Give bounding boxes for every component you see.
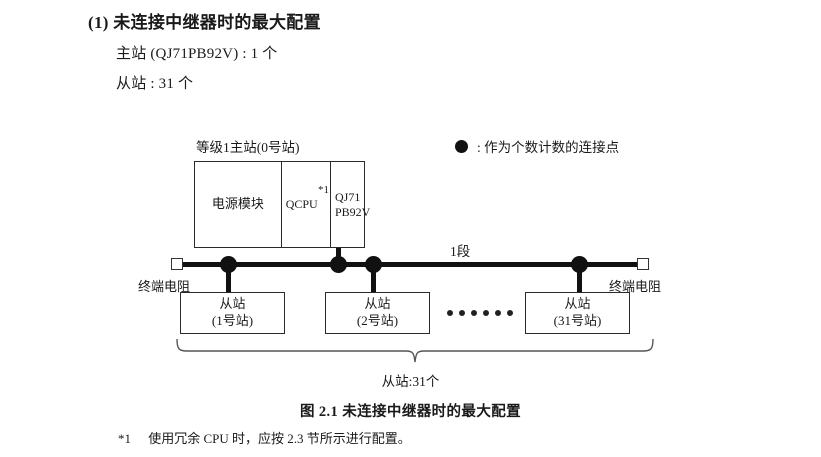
spec-line-slave: 从站 : 31 个 — [116, 76, 194, 92]
ellipsis-dots — [447, 310, 513, 316]
connection-node — [365, 256, 382, 273]
master-station-box: 电源模块 QCPU *1 QJ71 PB92V — [194, 161, 370, 248]
connection-node — [220, 256, 237, 273]
legend-text: : 作为个数计数的连接点 — [477, 140, 620, 155]
legend: : 作为个数计数的连接点 — [455, 136, 619, 156]
slave-title: 从站 — [219, 296, 246, 312]
filled-circle-icon — [455, 139, 468, 153]
page-title: (1) 未连接中继器时的最大配置 — [88, 13, 321, 32]
slave-title: 从站 — [564, 296, 591, 312]
qcpu-cell: QCPU *1 — [282, 162, 331, 247]
segment-label: 1段 — [450, 244, 471, 259]
figure-caption: 图 2.1 未连接中继器时的最大配置 — [299, 404, 522, 420]
slave-station-number: (2号站) — [356, 313, 399, 328]
slave-station-number: (31号站) — [553, 313, 602, 328]
brace-label: 从站:31个 — [381, 374, 440, 389]
footnote-text: 使用冗余 CPU 时，应按 2.3 节所示进行配置。 — [148, 431, 411, 446]
bus-trunk-line — [177, 262, 643, 267]
footnote: *1 使用冗余 CPU 时，应按 2.3 节所示进行配置。 — [118, 428, 411, 447]
slave-drop-line — [371, 266, 376, 294]
footnote-marker: *1 — [118, 431, 131, 446]
slave-drop-line — [577, 266, 582, 294]
connection-node — [571, 256, 588, 273]
terminator-left-icon — [171, 258, 183, 270]
slave-count-brace — [176, 338, 654, 363]
spec-line-master: 主站 (QJ71PB92V) : 1 个 — [116, 46, 278, 62]
connection-node — [330, 256, 347, 273]
terminator-left-label: 终端电阻 — [138, 279, 191, 294]
slave-station-box: 从站 (1号站) — [180, 292, 285, 334]
power-module-label: 电源模块 — [211, 196, 264, 212]
terminator-right-label: 终端电阻 — [609, 279, 662, 294]
slave-station-box: 从站 (31号站) — [525, 292, 630, 334]
heading-block: (1) 未连接中继器时的最大配置 主站 (QJ71PB92V) : 1 个 从站… — [88, 8, 688, 93]
master-drop-line — [336, 248, 341, 264]
slave-title: 从站 — [364, 296, 391, 312]
slave-station-number: (1号站) — [211, 313, 254, 328]
master-station-caption: 等级1主站(0号站) — [196, 140, 300, 155]
power-module-cell: 电源模块 — [195, 162, 282, 247]
slave-drop-line — [226, 266, 231, 294]
network-module-label: QJ71 PB92V — [335, 189, 371, 219]
terminator-right-icon — [637, 258, 649, 270]
slave-station-box: 从站 (2号站) — [325, 292, 430, 334]
qcpu-label: QCPU — [285, 197, 318, 211]
qcpu-footnote-marker: *1 — [318, 184, 329, 196]
network-module-cell: QJ71 PB92V — [331, 162, 370, 247]
